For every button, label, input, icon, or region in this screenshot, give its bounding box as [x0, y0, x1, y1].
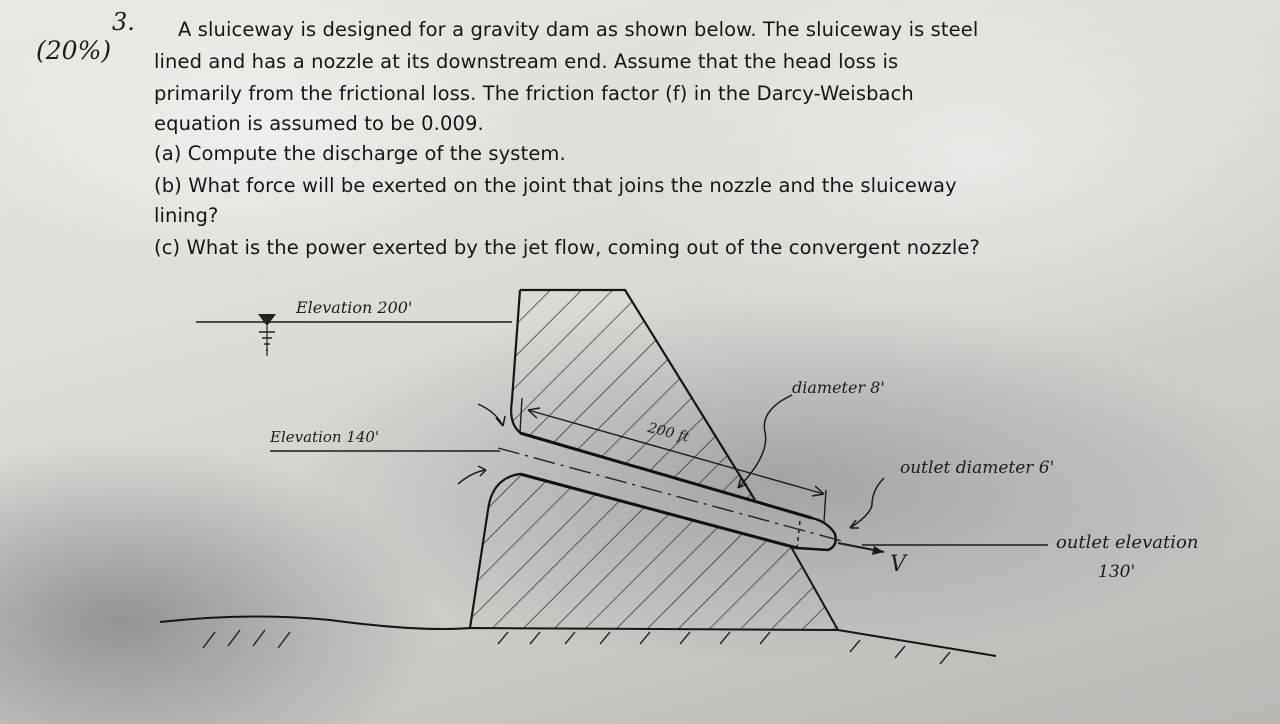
pipe-centerline	[497, 447, 843, 542]
dam-downstream-toe	[789, 544, 839, 631]
pipe-lower-wall	[519, 472, 798, 550]
problem-number: 3.	[112, 8, 135, 36]
problem-line-4: equation is assumed to be 0.009.	[154, 112, 484, 135]
question-c: (c) What is the power exerted by the jet…	[154, 236, 980, 259]
nozzle	[796, 516, 837, 552]
outlet-diameter-label: outlet diameter 6'	[900, 458, 1055, 478]
inlet-elevation-label: Elevation 140'	[270, 428, 380, 446]
nozzle-joint	[796, 520, 801, 549]
pipe-diameter-label: diameter 8'	[792, 378, 885, 397]
problem-line-2: lined and has a nozzle at its downstream…	[154, 50, 899, 73]
inlet-bottom-arrow	[457, 469, 487, 485]
question-b: (b) What force will be exerted on the jo…	[154, 174, 957, 197]
ground-line	[159, 615, 997, 657]
velocity-label: V	[890, 552, 906, 577]
outlet-elevation-value: 130'	[1098, 562, 1136, 582]
outlet-diameter-leader	[849, 477, 885, 529]
problem-line-1: A sluiceway is designed for a gravity da…	[178, 18, 979, 41]
length-dimension-line	[527, 409, 825, 495]
question-b-continued: lining?	[154, 204, 219, 227]
problem-weight: (20%)	[36, 36, 112, 65]
water-level-symbol	[258, 314, 276, 326]
ground-hatching	[202, 629, 951, 665]
reservoir-elevation-label: Elevation 200'	[296, 298, 413, 317]
dam-lower-section	[470, 474, 838, 630]
question-a: (a) Compute the discharge of the system.	[154, 142, 566, 165]
outlet-elevation-label: outlet elevation	[1056, 532, 1199, 553]
dam-outline-upstream-top	[520, 288, 756, 501]
diameter-leader	[737, 394, 793, 489]
pipe-upper-wall	[519, 431, 813, 520]
dam-upper-section	[509, 290, 755, 500]
problem-line-3: primarily from the frictional loss. The …	[154, 82, 914, 105]
dam-lower-face	[468, 472, 521, 629]
